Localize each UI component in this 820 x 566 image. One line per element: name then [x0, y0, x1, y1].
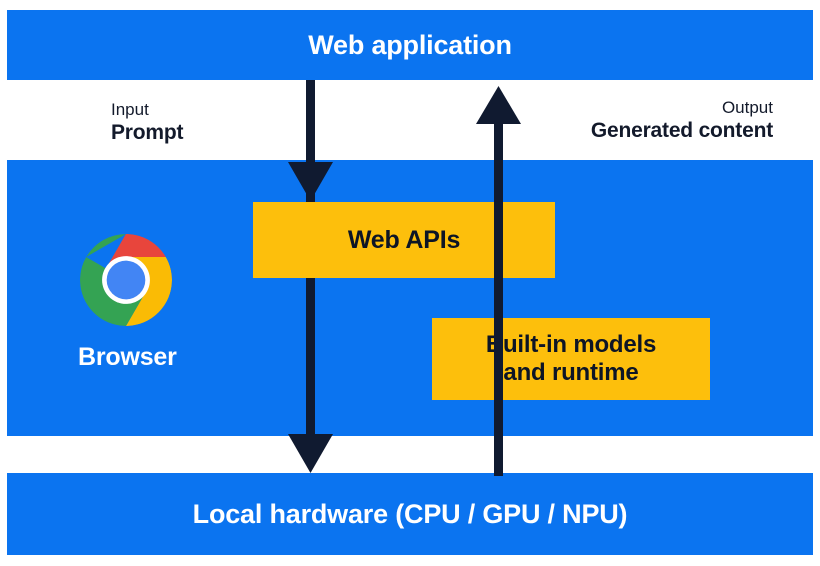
band-local-hardware: Local hardware (CPU / GPU / NPU)	[7, 473, 813, 555]
chrome-logo	[80, 234, 172, 326]
annotation-input-kicker: Input	[111, 100, 149, 119]
annotation-output: Output Generated content	[591, 97, 773, 145]
band-browser-label: Browser	[78, 343, 177, 371]
annotation-input-title: Prompt	[111, 121, 184, 145]
box-web-apis-label: Web APIs	[347, 225, 461, 254]
band-web-application-label: Web application	[308, 29, 512, 60]
annotation-input: Input Prompt	[111, 99, 184, 147]
annotation-output-title: Generated content	[590, 119, 773, 143]
box-builtin-models-line1: Built-in models	[485, 330, 657, 358]
box-builtin-models-line2: and runtime	[503, 359, 639, 386]
arrow-input-down-head-bottom	[288, 434, 333, 473]
box-web-apis: Web APIs	[253, 202, 555, 278]
annotation-output-kicker: Output	[721, 98, 773, 117]
band-local-hardware-label: Local hardware (CPU / GPU / NPU)	[192, 498, 628, 529]
box-builtin-models-label: Built-in models and runtime	[485, 330, 657, 388]
band-web-application: Web application	[7, 10, 813, 80]
box-builtin-models: Built-in models and runtime	[432, 318, 710, 400]
